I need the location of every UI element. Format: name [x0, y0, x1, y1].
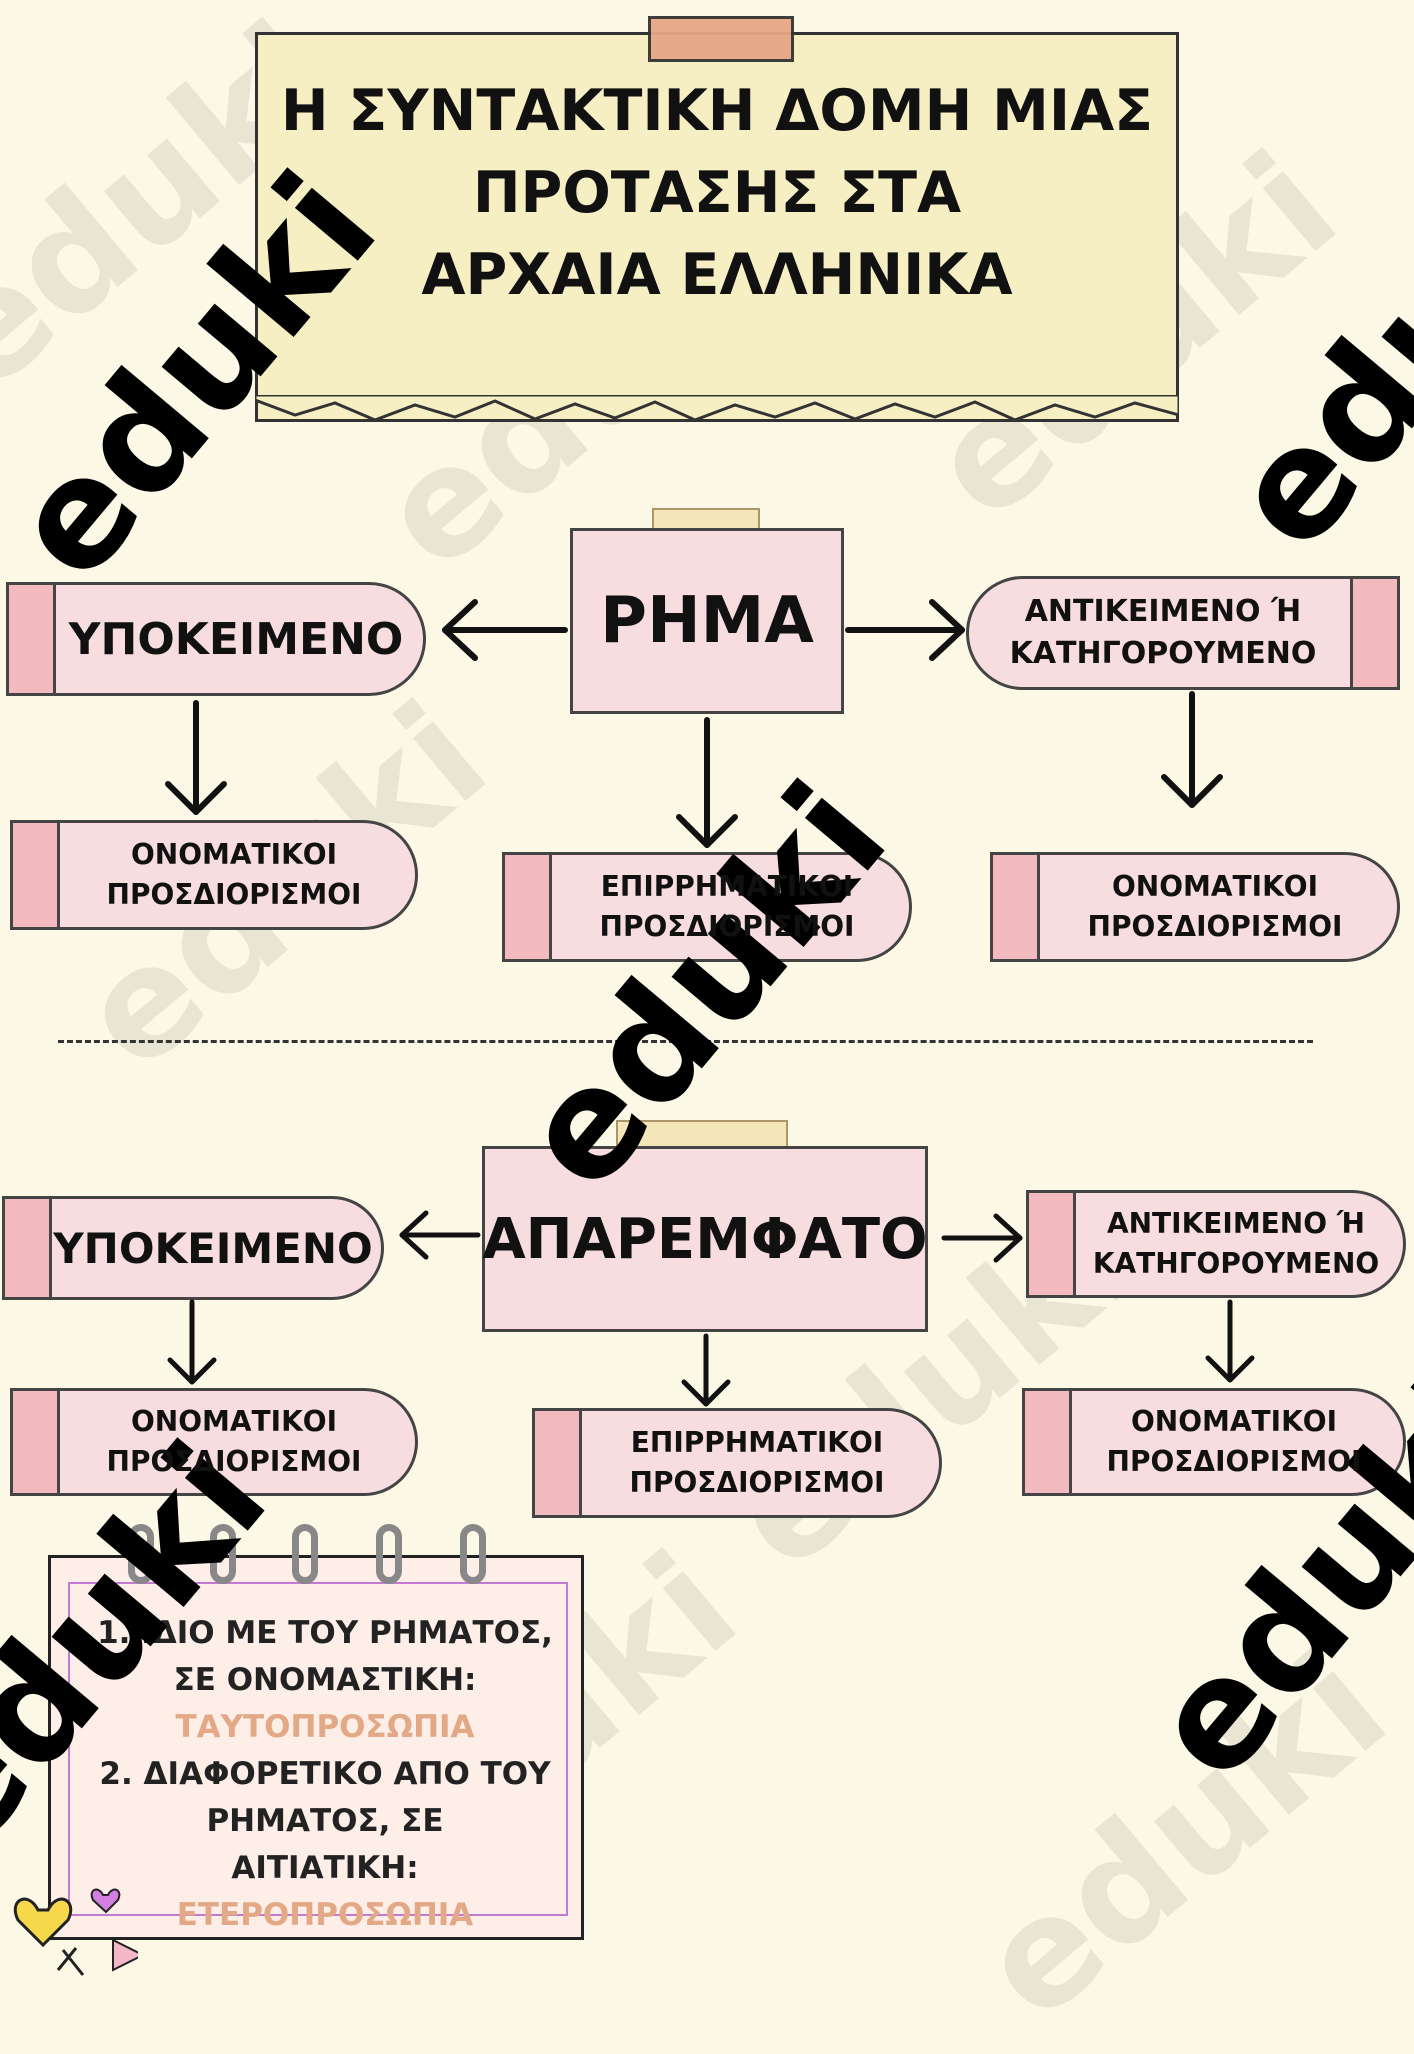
- torn-edge: [255, 395, 1179, 422]
- title-card: [255, 32, 1179, 422]
- subject-pill: ΥΠΟΚΕΙΜΕΝΟ: [6, 582, 426, 696]
- section1-arrows: [165, 599, 1223, 848]
- notepad-text: 1. ΙΔΙΟ ΜΕ ΤΟΥ ΡΗΜΑΤΟΣ, ΣΕ ΟΝΟΜΑΣΤΙΚΗ: Τ…: [97, 1615, 553, 1933]
- title-tape: [648, 16, 794, 62]
- spiral-ring: [292, 1524, 318, 1584]
- infinitive-box: ΑΠΑΡΕΜΦΑΤΟ: [482, 1146, 928, 1332]
- page-title: Η ΣΥΝΤΑΚΤΙΚΗ ΔΟΜΗ ΜΙΑΣ ΠΡΟΤΑΣΗΣ ΣΤΑ ΑΡΧΑ…: [280, 78, 1154, 308]
- section-divider: [58, 1040, 1313, 1043]
- doodle-decoration: [13, 1888, 138, 1976]
- subject-pill: ΥΠΟΚΕΙΜΕΝΟ: [2, 1196, 384, 1300]
- spiral-ring: [210, 1524, 236, 1584]
- section2-arrows: [167, 1210, 1255, 1407]
- spiral-ring: [460, 1524, 486, 1584]
- spiral-ring: [128, 1524, 154, 1584]
- spiral-ring: [376, 1524, 402, 1584]
- notepad: [48, 1555, 584, 1940]
- notepad-border: [68, 1582, 568, 1916]
- verb-box: ΡΗΜΑ: [570, 528, 844, 714]
